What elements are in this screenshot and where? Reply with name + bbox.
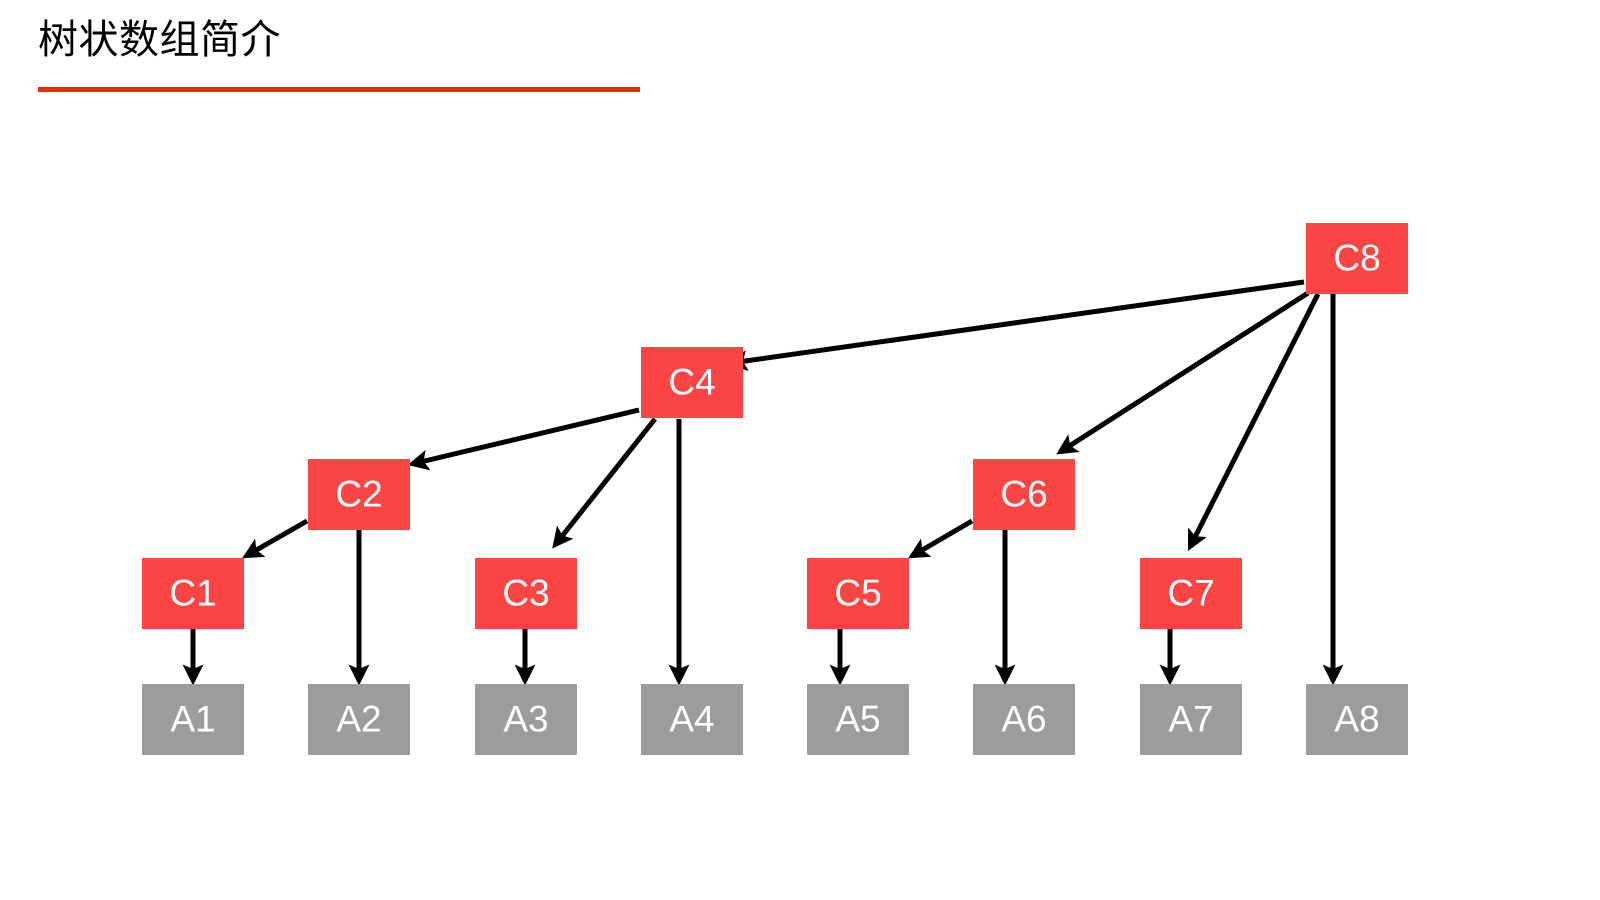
a-node-a5[interactable]: A5 (807, 684, 909, 755)
node-box (1306, 684, 1408, 755)
node-label: A6 (1001, 698, 1046, 739)
node-label: A3 (503, 698, 548, 739)
node-label: C3 (502, 572, 549, 613)
node-label: C4 (668, 361, 715, 402)
c-node-c7[interactable]: C7 (1140, 558, 1242, 629)
node-box (641, 347, 743, 418)
a-node-a6[interactable]: A6 (973, 684, 1075, 755)
node-box (1140, 684, 1242, 755)
c-node-c8[interactable]: C8 (1306, 223, 1408, 294)
c-node-c1[interactable]: C1 (142, 558, 244, 629)
node-box (1306, 223, 1408, 294)
node-label: C1 (169, 572, 216, 613)
edge-c4-to-c3 (552, 417, 657, 549)
page-title: 树状数组简介 (38, 18, 281, 62)
node-box (308, 459, 410, 530)
edge-c6-to-c5 (908, 518, 974, 559)
edge-c4-to-c2 (407, 407, 640, 471)
a-node-a7[interactable]: A7 (1140, 684, 1242, 755)
node-box (475, 558, 577, 629)
edge-c2-to-c1 (242, 518, 309, 559)
node-box (142, 684, 244, 755)
node-label: A7 (1168, 698, 1213, 739)
a-node-a4[interactable]: A4 (641, 684, 743, 755)
node-label: C2 (335, 473, 382, 514)
edge-c8-to-c7 (1187, 292, 1321, 552)
node-box (142, 558, 244, 629)
node-label: A4 (669, 698, 714, 739)
node-box (1140, 558, 1242, 629)
node-label: A1 (170, 698, 215, 739)
node-label: A8 (1334, 698, 1379, 739)
c-node-c3[interactable]: C3 (475, 558, 577, 629)
node-box (308, 684, 410, 755)
title-block: 树状数组简介 (38, 16, 658, 96)
a-node-a8[interactable]: A8 (1306, 684, 1408, 755)
c-node-c2[interactable]: C2 (308, 459, 410, 530)
a-node-a3[interactable]: A3 (475, 684, 577, 755)
node-box (807, 684, 909, 755)
edge-c8-to-c6 (1056, 290, 1310, 455)
title-underline-rule (38, 87, 640, 92)
c-node-c6[interactable]: C6 (973, 459, 1075, 530)
a-node-a1[interactable]: A1 (142, 684, 244, 755)
c-node-c4[interactable]: C4 (641, 347, 743, 418)
node-box (973, 684, 1075, 755)
a-node-a2[interactable]: A2 (308, 684, 410, 755)
edge-c8-to-c4 (726, 279, 1305, 372)
node-box (475, 684, 577, 755)
node-box (973, 459, 1075, 530)
node-label: A5 (835, 698, 880, 739)
node-label: C8 (1333, 237, 1380, 278)
node-label: C6 (1000, 473, 1047, 514)
c-node-c5[interactable]: C5 (807, 558, 909, 629)
node-box (641, 684, 743, 755)
node-box (807, 558, 909, 629)
edges-group (182, 279, 1344, 686)
node-label: A2 (336, 698, 381, 739)
node-label: C5 (834, 572, 881, 613)
node-label: C7 (1167, 572, 1214, 613)
